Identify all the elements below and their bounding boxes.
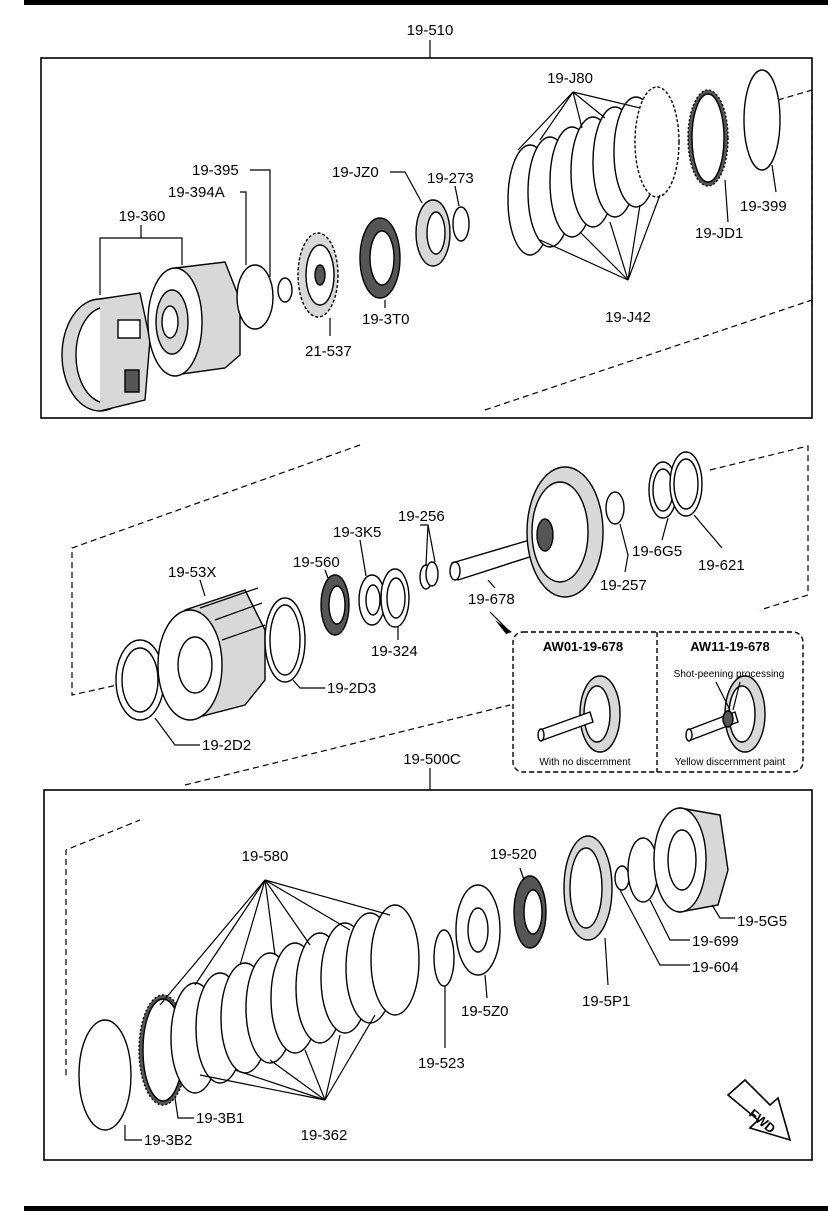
label-19-3K5: 19-3K5 xyxy=(333,524,381,541)
label-19-JZ0: 19-JZ0 xyxy=(332,164,379,181)
top-rule xyxy=(24,0,828,5)
label-19-360: 19-360 xyxy=(119,208,166,225)
label-19-560: 19-560 xyxy=(293,554,340,571)
part-19-324-inner xyxy=(386,577,406,619)
bottom-rule xyxy=(24,1206,828,1211)
part-19-560 xyxy=(320,574,350,636)
part-19-JZ0 xyxy=(415,199,451,267)
label-19-678: 19-678 xyxy=(468,591,515,608)
label-19-3B2: 19-3B2 xyxy=(144,1132,192,1149)
label-19-520: 19-520 xyxy=(490,846,537,863)
part-19-360-housing xyxy=(147,261,241,377)
label-19-J42: 19-J42 xyxy=(605,309,651,326)
label-19-523: 19-523 xyxy=(418,1055,465,1072)
assembly-label-19-510: 19-510 xyxy=(407,22,454,39)
label-19-2D2: 19-2D2 xyxy=(202,737,251,754)
part-19-621-inner xyxy=(673,458,699,510)
label-19-395: 19-395 xyxy=(192,162,239,179)
part-19-J80-J42-plates xyxy=(507,86,680,256)
part-19-399 xyxy=(743,69,781,171)
part-19-2D3-inner xyxy=(269,604,301,676)
label-19-399: 19-399 xyxy=(740,198,787,215)
inset-right-title: AW11-19-678 xyxy=(690,639,770,654)
inset-left-title: AW01-19-678 xyxy=(543,639,623,654)
label-19-JD1: 19-JD1 xyxy=(695,225,743,242)
part-19-699 xyxy=(627,837,659,903)
inset-right-note: Shot-peening processing xyxy=(674,669,785,680)
label-19-2D3: 19-2D3 xyxy=(327,680,376,697)
part-19-394A xyxy=(236,264,274,330)
label-19-621: 19-621 xyxy=(698,557,745,574)
label-19-324: 19-324 xyxy=(371,643,418,660)
fwd-arrow-icon: FWD xyxy=(726,1078,792,1142)
part-19-678 xyxy=(449,466,604,598)
part-19-256 xyxy=(419,561,439,590)
label-19-3B1: 19-3B1 xyxy=(196,1110,244,1127)
label-19-5P1: 19-5P1 xyxy=(582,993,630,1010)
inset-right-shaft-illustration xyxy=(685,675,766,753)
part-19-3T0 xyxy=(359,217,401,299)
label-19-394A: 19-394A xyxy=(168,184,225,201)
label-19-580: 19-580 xyxy=(242,848,289,865)
inset-right-caption: Yellow discernment paint xyxy=(675,757,785,768)
part-19-273 xyxy=(452,206,470,242)
part-19-604 xyxy=(614,865,630,891)
label-19-6G5: 19-6G5 xyxy=(632,543,682,560)
inset-left-caption: With no discernment xyxy=(539,757,630,768)
label-19-362: 19-362 xyxy=(301,1127,348,1144)
inset-left-shaft-illustration xyxy=(537,675,621,753)
label-21-537: 21-537 xyxy=(305,343,352,360)
label-19-604: 19-604 xyxy=(692,959,739,976)
part-19-53X xyxy=(157,587,266,721)
part-19-395 xyxy=(277,277,293,303)
part-19-257 xyxy=(605,491,625,525)
assembly-box-19-500C xyxy=(43,789,813,1161)
label-19-5G5: 19-5G5 xyxy=(737,913,787,930)
assembly-label-19-500C: 19-500C xyxy=(403,751,461,768)
label-19-699: 19-699 xyxy=(692,933,739,950)
label-19-53X: 19-53X xyxy=(168,564,216,581)
part-19-5P1 xyxy=(563,835,613,941)
label-19-J80: 19-J80 xyxy=(547,70,593,87)
label-19-5Z0: 19-5Z0 xyxy=(461,1003,509,1020)
part-21-537 xyxy=(297,232,339,318)
part-19-520 xyxy=(513,875,547,949)
part-19-5G5 xyxy=(653,807,729,913)
part-19-523 xyxy=(433,929,455,987)
part-19-360-drum xyxy=(61,292,151,412)
label-19-257: 19-257 xyxy=(600,577,647,594)
label-19-3T0: 19-3T0 xyxy=(362,311,410,328)
label-19-256: 19-256 xyxy=(398,508,445,525)
part-19-3B2 xyxy=(78,1019,132,1131)
part-19-3K5-inner xyxy=(365,584,381,616)
part-19-580-362-plates xyxy=(170,904,420,1094)
label-19-273: 19-273 xyxy=(427,170,474,187)
part-19-2D2-inner xyxy=(121,647,159,713)
part-19-JD1-inner xyxy=(691,93,725,183)
part-19-5Z0-inner xyxy=(467,907,489,953)
